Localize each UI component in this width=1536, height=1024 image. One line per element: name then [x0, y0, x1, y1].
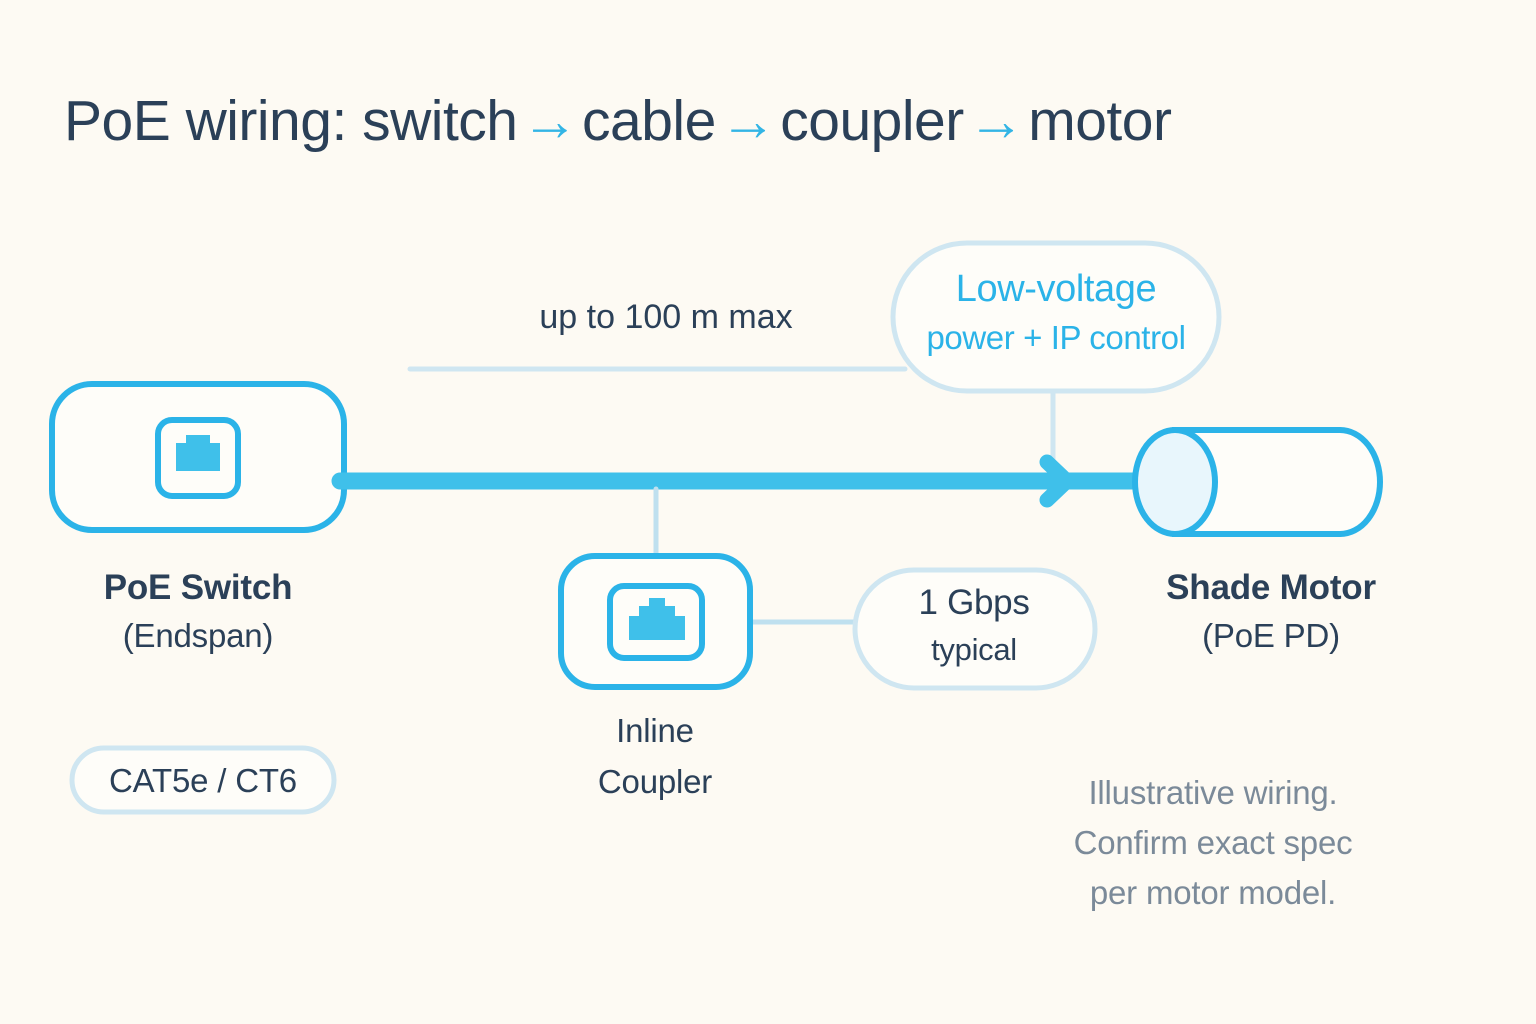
title-arrow-icon-1: →: [521, 89, 579, 153]
motor-label-subtitle: (PoE PD): [1202, 617, 1340, 654]
title-segment-cable: cable: [582, 89, 716, 153]
switch-rj45-jack-icon: [176, 435, 220, 471]
coupler-rj45-icon-frame: [607, 583, 705, 661]
title-segment-coupler: coupler: [780, 89, 964, 153]
motor-end-cap: [1132, 427, 1218, 537]
switch-label-subtitle: (Endspan): [122, 617, 274, 654]
coupler-label-title: Inline: [616, 712, 694, 749]
page-title: PoE wiring: switch→cable→coupler→motor: [64, 89, 1172, 153]
motor-label-title: Shade Motor: [1166, 568, 1376, 607]
callout-line-1: Low-voltage: [955, 268, 1157, 310]
title-segment-motor: motor: [1028, 89, 1172, 153]
footnote-line-2: Confirm exact spec: [1073, 824, 1353, 862]
footnote-line-3: per motor model.: [1089, 874, 1337, 912]
footnote-line-1: Illustrative wiring.: [1088, 774, 1338, 811]
speed-badge-line-1: 1 Gbps: [918, 583, 1030, 622]
switch-rj45-icon-frame: [155, 417, 241, 499]
title-arrow-icon-2: →: [719, 89, 777, 153]
title-arrow-icon-3: →: [967, 89, 1025, 153]
switch-label-title: PoE Switch: [103, 568, 293, 607]
speed-badge-line-2: typical: [931, 632, 1017, 667]
callout-bubble: [890, 240, 1222, 394]
cable-type-badge-label: CAT5e / CT6: [109, 762, 297, 799]
coupler-label-subtitle: Coupler: [597, 763, 713, 800]
cable-type-badge: [69, 745, 337, 815]
motor-body: [1172, 427, 1383, 537]
footnote: Illustrative wiring. Confirm exact spec …: [1003, 768, 1423, 918]
coupler-rj45-jack-icon: [629, 598, 685, 640]
callout-line-2: power + IP control: [926, 319, 1186, 356]
span-label: up to 100 m max: [539, 298, 793, 336]
title-segment-switch: PoE wiring: switch: [64, 89, 518, 153]
cable-direction-arrow-icon: [1039, 454, 1075, 508]
speed-badge: [852, 567, 1098, 691]
